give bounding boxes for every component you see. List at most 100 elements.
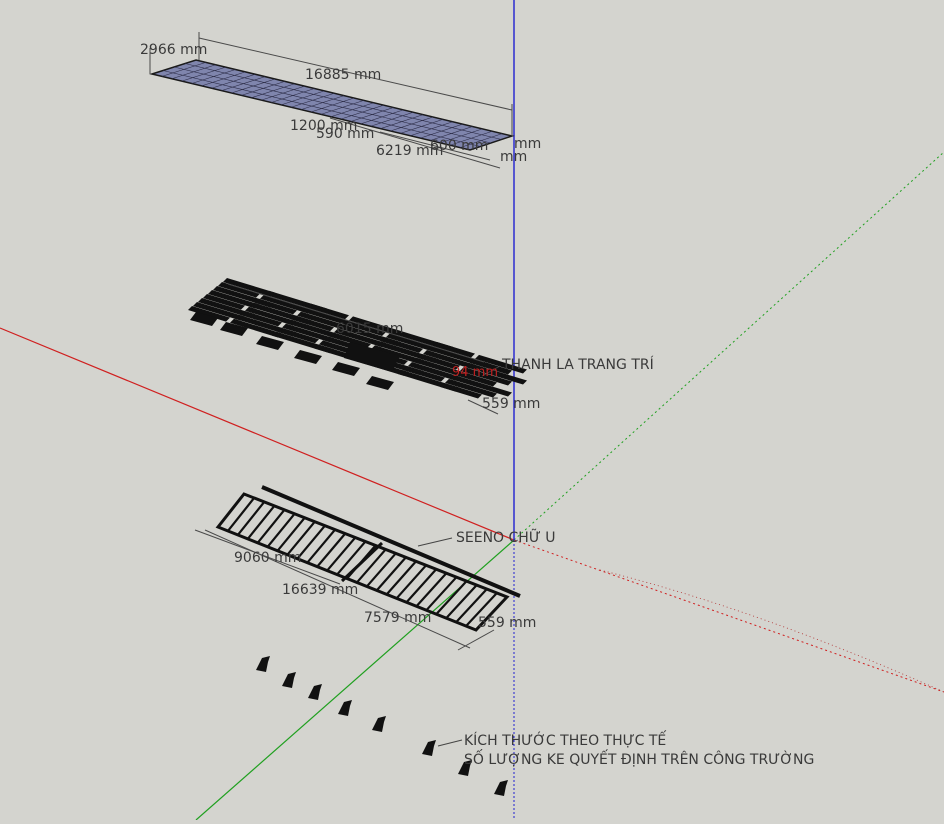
- slat: [188, 306, 230, 322]
- slat: [408, 362, 460, 381]
- frame-rung: [236, 501, 266, 536]
- slat-label: THANH LA TRANG TRÍ: [501, 356, 654, 373]
- frame-dim-c: 7579 mm: [364, 610, 431, 626]
- frame-rung: [375, 556, 407, 592]
- slat-block: [220, 322, 248, 336]
- frame-rung: [395, 564, 427, 600]
- slat: [433, 342, 475, 358]
- frame-rung: [425, 576, 458, 611]
- bracket: [372, 716, 386, 732]
- roof-panel[interactable]: 2966 mm 16885 mm 1200 mm 590 mm 6219 mm …: [140, 32, 541, 169]
- frame-rung: [296, 524, 326, 560]
- decorative-slat-layer[interactable]: 6015 mm 94 mm 559 mm THANH LA TRANG TRÍ: [188, 278, 654, 415]
- roof-dim-length: 16885 mm: [305, 67, 381, 83]
- axis-green-negative: [513, 151, 944, 541]
- frame-outline[interactable]: [215, 492, 510, 632]
- frame-dim-a: 9060 mm: [234, 550, 301, 566]
- slat: [260, 294, 312, 314]
- slat: [450, 374, 512, 397]
- dim-line-frame-a: [194, 529, 341, 585]
- slat: [470, 358, 512, 375]
- dim-line-lower: [379, 131, 491, 161]
- frame-rung: [276, 517, 306, 552]
- roof-dim-b: 590 mm: [316, 126, 374, 142]
- slat: [371, 345, 423, 364]
- bracket: [338, 700, 352, 716]
- bracket: [494, 780, 508, 796]
- u-channel-frame-layer[interactable]: 9060 mm 16639 mm 7579 mm 559 mm SEENO CH…: [194, 485, 556, 651]
- label-leader: [437, 739, 463, 747]
- roof-dim-d: 600 mm: [430, 138, 488, 154]
- dim-line-frame-end: [457, 629, 495, 651]
- label-leader: [481, 365, 501, 377]
- frame-label: SEENO CHỮ U: [456, 529, 556, 546]
- frame-rung: [445, 584, 478, 619]
- slat: [245, 306, 297, 326]
- slat: [460, 366, 512, 386]
- slat-block: [366, 376, 394, 390]
- frame-rung: [366, 552, 397, 588]
- frame-rung: [465, 592, 498, 627]
- roof-panel-seam: [173, 66, 492, 144]
- slat: [465, 362, 527, 385]
- slat: [277, 327, 319, 344]
- slat-block: [190, 312, 218, 326]
- slat: [386, 333, 438, 352]
- frame-rung: [316, 532, 346, 568]
- slat: [445, 378, 497, 398]
- frame-dim-end: 559 mm: [478, 615, 536, 631]
- slat: [403, 366, 445, 382]
- frame-rung: [415, 572, 448, 607]
- frame-divider: [340, 541, 384, 583]
- roof-dim-f: mm: [500, 149, 527, 165]
- slat: [349, 316, 401, 336]
- roof-dim-width: 2966 mm: [140, 42, 207, 58]
- slat-block: [344, 342, 400, 372]
- slat-block: [256, 336, 284, 350]
- frame-rung: [266, 513, 296, 548]
- bracket-group[interactable]: KÍCH THƯỚC THEO THỰC TẾ SỐ LƯỢNG KE QUYẾ…: [256, 656, 814, 796]
- slat: [230, 318, 282, 338]
- slat-dim-red: 94 mm: [452, 365, 498, 380]
- bracket: [256, 656, 270, 672]
- frame-rung: [306, 528, 336, 564]
- frame-rung: [336, 540, 367, 576]
- slat: [423, 350, 475, 369]
- dim-line-lower: [329, 117, 501, 169]
- slat-block: [294, 350, 322, 364]
- roof-dim-e: mm: [514, 136, 541, 152]
- slat: [223, 278, 275, 297]
- u-channel-bar[interactable]: [261, 485, 521, 598]
- dim-line-slat-end: [467, 399, 499, 415]
- roof-dim-a: 1200 mm: [290, 118, 357, 134]
- bracket: [422, 740, 436, 756]
- slat: [475, 354, 527, 374]
- slat: [282, 323, 334, 343]
- bracket-note-line1: KÍCH THƯỚC THEO THỰC TẾ: [464, 730, 666, 749]
- slat: [329, 332, 371, 349]
- slat-block: [332, 362, 360, 376]
- frame-rung: [256, 509, 286, 544]
- slat: [218, 282, 260, 298]
- frame-rung: [435, 580, 468, 615]
- slat: [440, 382, 482, 399]
- frame-rung: [356, 548, 387, 584]
- roof-panel-seam: [184, 63, 502, 140]
- roof-dim-c: 6219 mm: [376, 143, 443, 159]
- slat: [292, 315, 334, 332]
- slat: [203, 294, 245, 310]
- slat: [297, 311, 349, 331]
- axis-red-negative: [513, 539, 944, 693]
- slat-dim-length: 6015 mm: [336, 321, 403, 337]
- slat: [381, 337, 423, 353]
- slat: [344, 320, 386, 337]
- frame-rung: [286, 521, 316, 556]
- dim-line-length: [198, 37, 513, 111]
- slat: [240, 310, 282, 327]
- dim-line-frame-b: [204, 529, 471, 649]
- slat: [255, 298, 297, 315]
- slat: [334, 328, 386, 348]
